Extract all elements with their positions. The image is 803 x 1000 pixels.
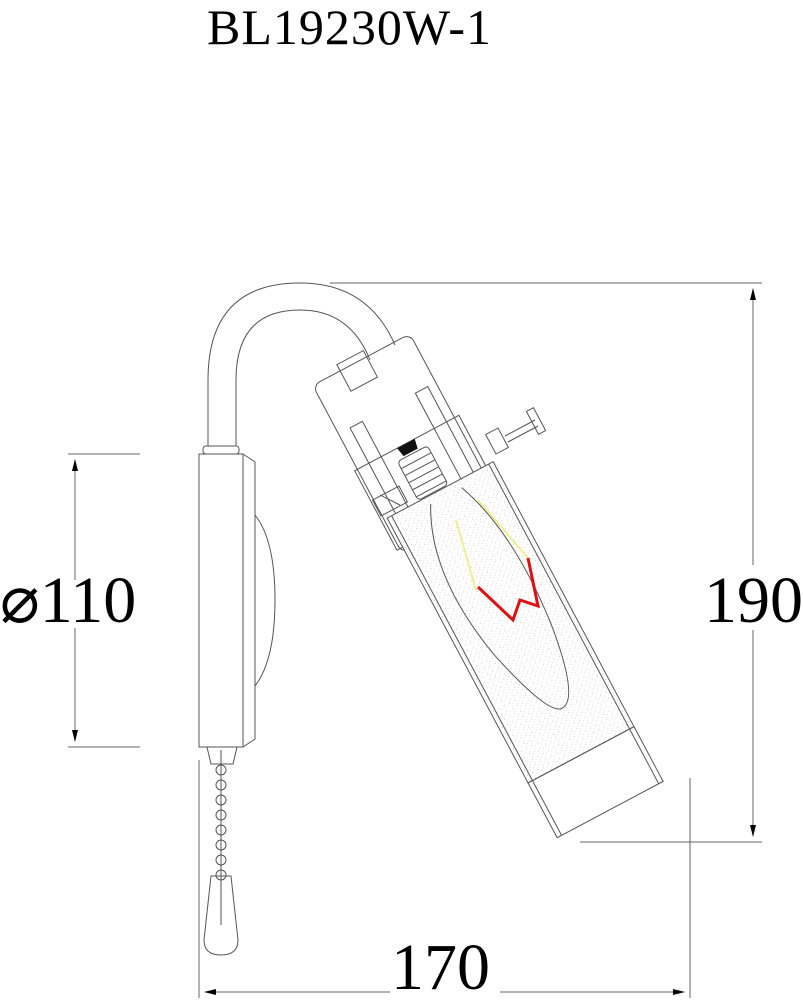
height-dimension-label: 190: [704, 564, 803, 637]
wall-plate: [198, 445, 276, 748]
width-dimension-lines: [198, 760, 691, 998]
lead-wire-right: [477, 499, 529, 559]
curved-arm: [207, 282, 396, 446]
glass-shade: [386, 461, 664, 839]
lead-wire-left: [455, 519, 477, 591]
adjustment-screw-right: [484, 406, 547, 455]
pull-chain: [206, 746, 238, 925]
diameter-dimension-label: ⌀110: [0, 564, 137, 637]
adjustment-screw-left: [371, 485, 409, 517]
width-dimension-label: 170: [391, 931, 490, 1000]
e14-socket: [397, 438, 448, 500]
model-number-title: BL19230W-1: [207, 0, 492, 55]
height-dimension-lines: [330, 282, 762, 843]
filament: [476, 557, 541, 623]
diameter-dimension-lines: [68, 453, 140, 748]
pull-knob: [203, 875, 239, 956]
candle-bulb: [430, 487, 570, 710]
